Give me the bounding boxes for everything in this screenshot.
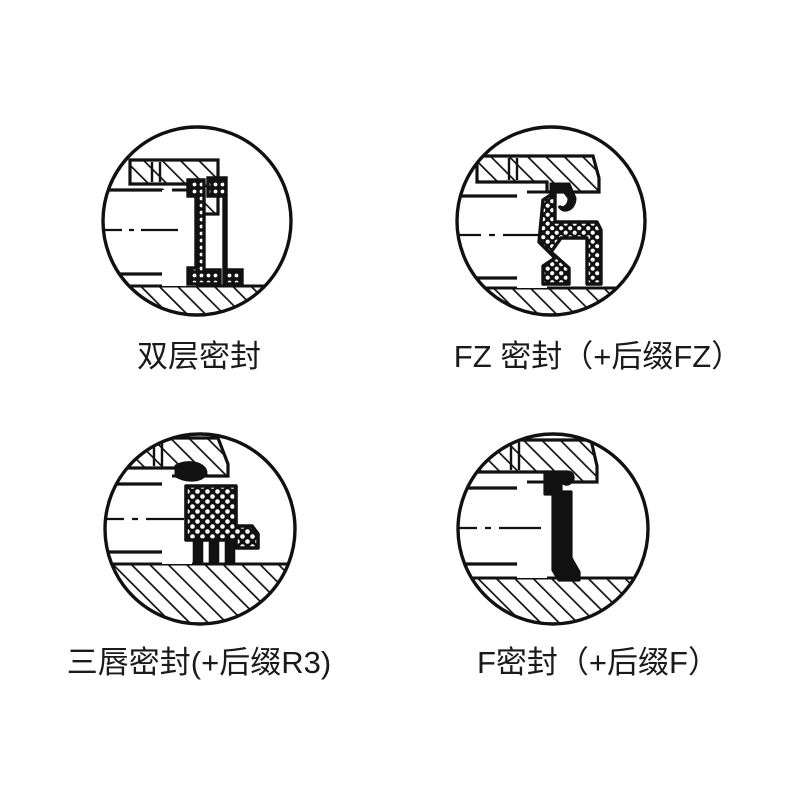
f-seal-section (458, 438, 648, 624)
fz-seal-section (457, 154, 645, 315)
f-seal-drawing (456, 432, 650, 626)
inner-gap-fill (517, 482, 547, 578)
double-seal-drawing (101, 125, 293, 317)
inner-gap-fill (162, 190, 196, 286)
caption-triple-lip-seal: 三唇密封(+后缀R3) (66, 645, 332, 680)
seal-anchor-knob (174, 461, 208, 482)
outer-ring-hatch (477, 156, 599, 192)
seal-lip-inner (186, 178, 222, 286)
fz-hook-lip (549, 182, 577, 212)
diagram-double-seal (100, 118, 300, 333)
figure-double-seal: 双层密封 (4, 110, 394, 400)
triple-lip-section (105, 436, 295, 624)
figure-triple-lip-seal: 三唇密封(+后缀R3) (4, 420, 394, 710)
caption-fz-seal: FZ 密封（+后缀FZ） (453, 339, 743, 374)
seal-lip-outer (206, 176, 244, 286)
housing-hatch-lower (457, 288, 645, 315)
triple-lip-seal-drawing (103, 432, 297, 626)
inner-ring-body (457, 194, 529, 280)
inner-gap-fill (517, 192, 547, 288)
figure-f-seal: F密封（+后缀F） (400, 420, 796, 710)
outer-ring-hatch (479, 440, 597, 482)
housing-hatch-lower (103, 286, 291, 315)
double-seal-section (103, 158, 291, 315)
detail-view-circle (101, 125, 293, 317)
diagram-triple-lip-seal (100, 424, 300, 644)
detail-view-circle (456, 432, 650, 626)
detail-view-circle (103, 432, 297, 626)
detail-view-circle (455, 125, 647, 317)
lip-1 (192, 538, 204, 566)
caption-f-seal: F密封（+后缀F） (477, 645, 719, 680)
lip-2 (208, 538, 220, 566)
housing-hatch-lower (105, 564, 295, 624)
f-seal-lip (543, 470, 581, 582)
lip-3 (224, 538, 236, 566)
caption-double-seal: 双层密封 (137, 339, 261, 374)
diagram-fz-seal (451, 118, 661, 333)
figure-fz-seal: FZ 密封（+后缀FZ） (400, 110, 796, 400)
outer-ring-outline (120, 436, 230, 478)
fz-seal-body (537, 190, 603, 286)
diagram-f-seal (451, 424, 661, 644)
fz-seal-drawing (455, 125, 647, 317)
